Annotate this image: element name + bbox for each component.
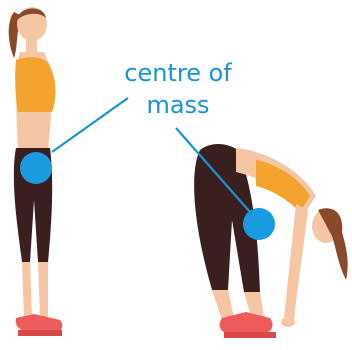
circle-dot-icon [243, 208, 275, 240]
label-centre-of: centre of [108, 58, 248, 88]
circle-dot-icon [20, 152, 52, 184]
label-mass: mass [108, 90, 248, 120]
